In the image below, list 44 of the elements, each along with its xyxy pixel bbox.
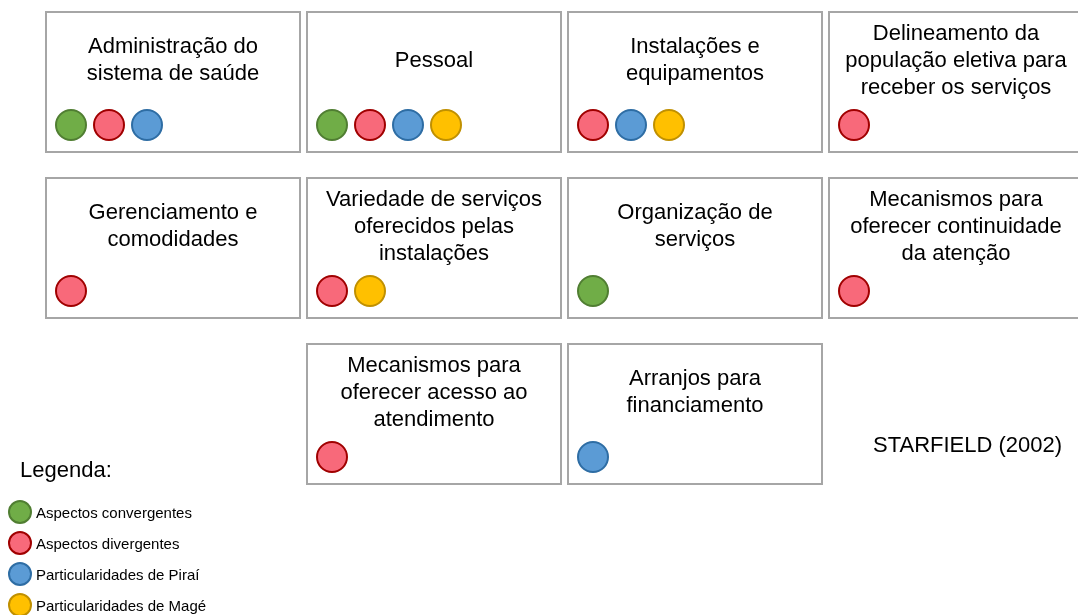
category-text: Pessoal: [393, 45, 475, 73]
status-dot: [354, 275, 386, 307]
category-text: Variedade de serviços oferecidos pelas instalações: [324, 184, 543, 266]
status-dot: [577, 275, 609, 307]
status-dot: [838, 109, 870, 141]
category-box: [306, 343, 562, 485]
status-dot: [55, 275, 87, 307]
status-dot: [93, 109, 125, 141]
category-box: [306, 11, 562, 153]
status-dot: [55, 109, 87, 141]
category-text: Mecanismos para oferecer continuidade da atenção: [849, 184, 1063, 266]
legend-text: Aspectos divergentes: [36, 534, 180, 552]
status-dot: [577, 441, 609, 473]
category-box: [45, 177, 301, 319]
category-text: Organização de serviços: [616, 198, 774, 252]
status-dot: [392, 109, 424, 141]
category-text: Delineamento da população eletiva para receber os serviços: [844, 18, 1068, 100]
status-dot: [316, 441, 348, 473]
status-dot: [577, 109, 609, 141]
category-box: [567, 11, 823, 153]
legend-text: Aspectos convergentes: [36, 503, 192, 521]
category-text: Gerenciamento e comodidades: [87, 198, 259, 252]
category-box: [828, 177, 1078, 319]
status-dot: [615, 109, 647, 141]
category-text: Instalações e equipamentos: [624, 32, 766, 86]
category-box: [828, 11, 1078, 153]
status-dot: [316, 275, 348, 307]
status-dot: [838, 275, 870, 307]
category-box: [45, 11, 301, 153]
legend-text: Particularidades de Piraí: [36, 565, 200, 583]
category-text: Arranjos para financiamento: [625, 364, 765, 418]
legend-text: Particularidades de Magé: [36, 596, 207, 614]
status-dot: [354, 109, 386, 141]
category-text: Mecanismos para oferecer acesso ao atendimento: [339, 350, 529, 432]
status-dot: [316, 109, 348, 141]
category-text: Administração do sistema de saúde: [85, 32, 261, 86]
category-box: [567, 343, 823, 485]
category-box: [306, 177, 562, 319]
status-dot: [131, 109, 163, 141]
category-box: [567, 177, 823, 319]
legend-title: Legenda:: [20, 457, 112, 483]
status-dot: [430, 109, 462, 141]
status-dot: [653, 109, 685, 141]
source-citation: STARFIELD (2002): [873, 432, 1063, 458]
